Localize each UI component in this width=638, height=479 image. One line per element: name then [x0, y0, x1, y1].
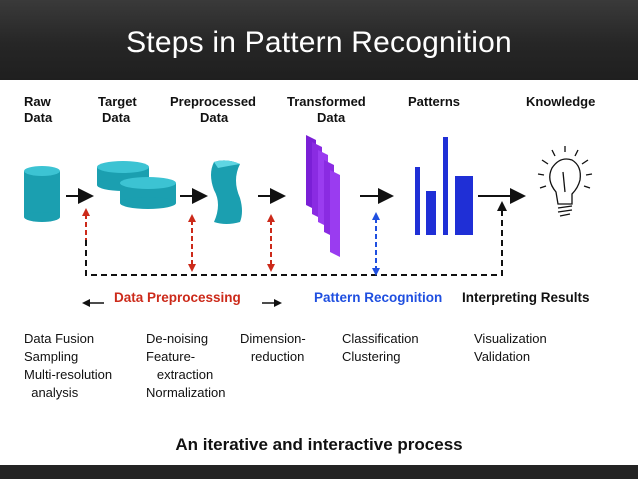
methods-column-patterns: Visualization Validation — [474, 331, 547, 364]
pipeline-diagram — [24, 135, 593, 307]
methods-column-transformed: Classification Clustering — [342, 331, 419, 364]
stage-label-knowledge: Knowledge — [526, 94, 596, 109]
feedback-loop — [85, 205, 503, 276]
recognition-double-arrow — [372, 212, 380, 276]
preprocessing-span-left-arrow — [82, 299, 104, 307]
preprocessing-double-arrow-3 — [267, 214, 275, 272]
phase-label-interpreting-results: Interpreting Results — [462, 290, 590, 305]
methods-column-preprocessed: Dimension- reduction — [240, 331, 306, 364]
patterns-bars-icon — [415, 137, 473, 235]
slide-title: Steps in Pattern Recognition — [126, 26, 512, 59]
preprocessing-span-right-arrow — [262, 299, 282, 307]
header-bar: Steps in Pattern Recognition — [0, 0, 638, 80]
preprocessing-double-arrow-2 — [188, 214, 196, 272]
preprocessed-wave-icon — [211, 160, 242, 224]
methods-column-target: De-noising Feature- extraction Normaliza… — [146, 331, 226, 400]
database-cylinder-icon — [24, 166, 60, 222]
footer-bar — [0, 465, 638, 479]
process-caption: An iterative and interactive process — [175, 435, 463, 454]
target-data-cylinders-icon — [97, 161, 176, 209]
phase-label-pattern-recognition: Pattern Recognition — [314, 290, 443, 305]
lightbulb-icon — [537, 146, 593, 217]
phase-label-data-preprocessing: Data Preprocessing — [114, 290, 241, 305]
stage-label-patterns: Patterns — [408, 94, 461, 109]
feedback-loop-arrowhead — [497, 201, 507, 211]
transformed-stack-icon — [306, 135, 340, 257]
preprocessing-double-arrow-1 — [82, 208, 90, 240]
methods-column-raw: Data Fusion Sampling Multi-resolution an… — [24, 331, 113, 400]
